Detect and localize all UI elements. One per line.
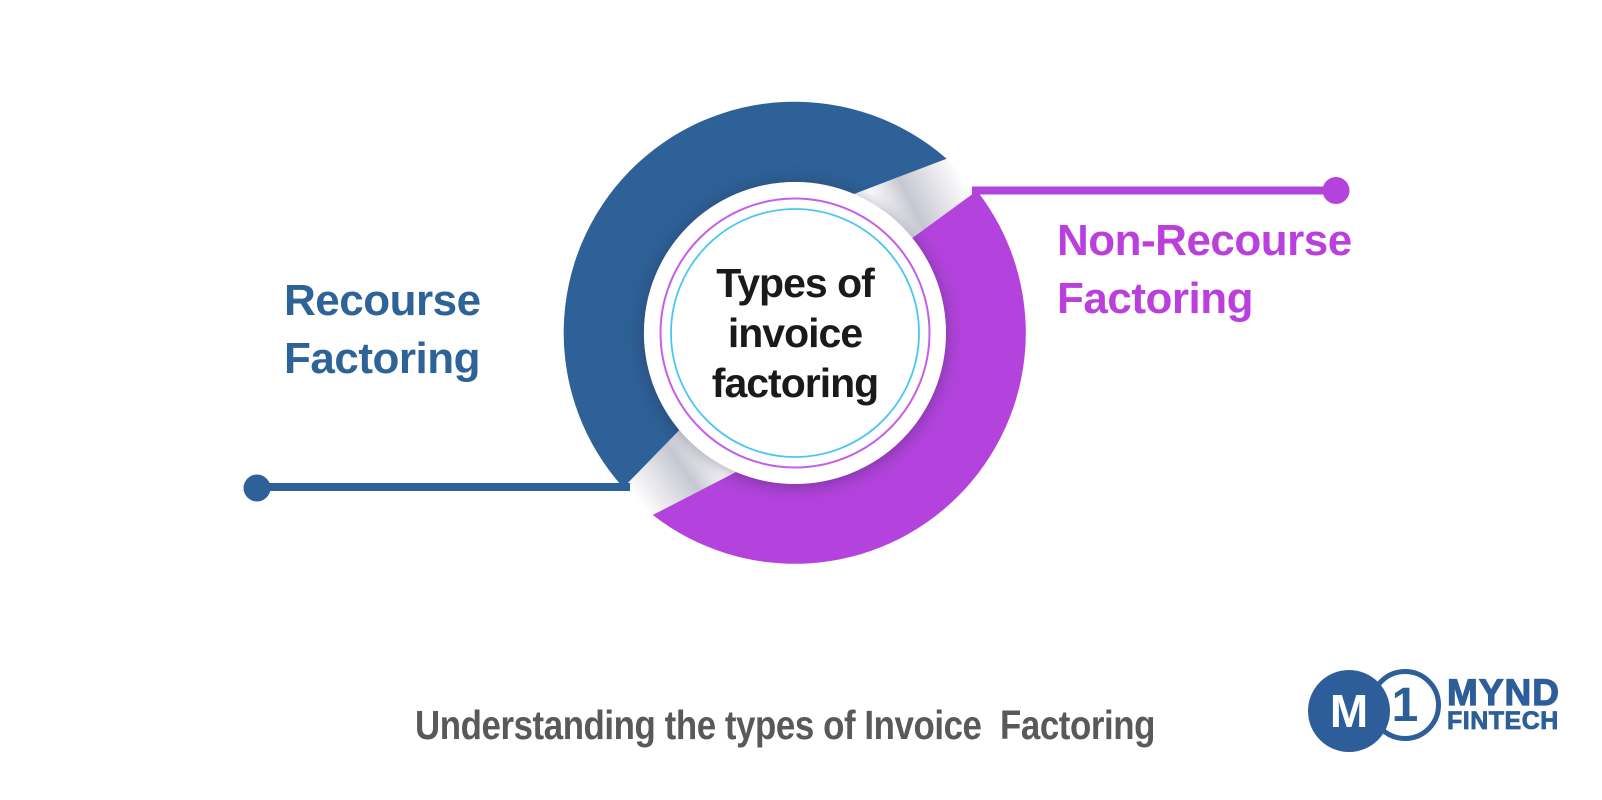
label-non-recourse-factoring: Non-Recourse Factoring [1057, 212, 1352, 328]
recourse-leader-line [243, 474, 630, 502]
non-recourse-end-dot [1322, 177, 1350, 204]
non-recourse-leader-line [972, 177, 1350, 204]
logo-monogram-circle: M [1308, 670, 1390, 752]
logo-wordmark: MYND FINTECH [1446, 672, 1560, 735]
non-recourse-arc-segment [652, 190, 1026, 564]
center-label-line1: Types of [716, 260, 875, 306]
recourse-end-dot [243, 474, 271, 502]
recourse-arc-segment [563, 101, 947, 488]
center-label: Types of invoice factoring [640, 190, 950, 476]
mynd-fintech-logo: 1 M MYND FINTECH [1300, 662, 1590, 757]
gap-shadow-top-right [854, 158, 977, 238]
center-label-line2: invoice [727, 310, 863, 356]
recourse-label-line1: Recourse [284, 276, 481, 325]
center-circle [644, 182, 946, 484]
logo-monogram: M [1329, 685, 1369, 737]
logo-name: MYND [1446, 672, 1560, 713]
logo-numeral: 1 [1391, 678, 1419, 732]
label-recourse-factoring: Recourse Factoring [284, 272, 481, 388]
inner-ring-magenta [659, 197, 931, 469]
recourse-label-line2: Factoring [284, 334, 480, 383]
non-recourse-label-line2: Factoring [1057, 274, 1253, 323]
caption: Understanding the types of Invoice Facto… [415, 702, 1155, 748]
center-label-line3: factoring [711, 360, 879, 406]
logo-subname: FINTECH [1447, 707, 1559, 735]
inner-ring-cyan [670, 208, 920, 458]
non-recourse-label-line1: Non-Recourse [1057, 216, 1352, 265]
